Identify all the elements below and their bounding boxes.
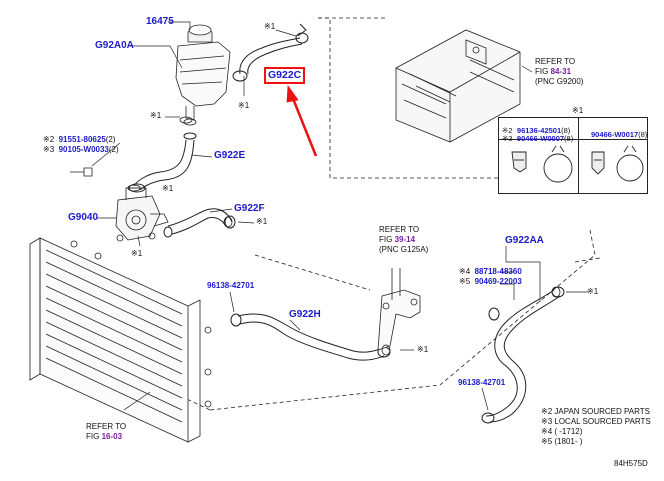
red-pointer-arrow bbox=[286, 84, 318, 157]
marker-note-1: ※1 bbox=[162, 184, 174, 193]
ref-pipe: REFER TO FIG 39-14 (PNC G125A) bbox=[379, 226, 428, 256]
part-label-91551-80625[interactable]: 91551-80625 bbox=[58, 135, 106, 144]
part-label-90105-w0033[interactable]: 90105-W0033 bbox=[58, 145, 109, 154]
fig-link-39-14[interactable]: 39-14 bbox=[394, 235, 416, 244]
part-label-90466-w0007[interactable]: 90466-W0007 bbox=[516, 134, 565, 143]
legend-qty: (8) bbox=[638, 130, 648, 139]
bolt-drawing bbox=[70, 167, 93, 177]
part-label-96136-42501[interactable]: 96136-42501 bbox=[516, 126, 562, 135]
part-label-90466-w0017[interactable]: 90466-W0017 bbox=[591, 130, 639, 139]
pipe-bracket-drawing bbox=[377, 268, 421, 351]
water-pump-drawing bbox=[115, 187, 169, 242]
part-label-g922c[interactable]: G922C bbox=[268, 69, 302, 81]
radiator-drawing bbox=[29, 237, 212, 443]
legend-right-pn: 90466-W0017(8) bbox=[591, 125, 647, 141]
hose-g922aa-drawing bbox=[481, 286, 565, 424]
marker-note-1: ※1 bbox=[150, 111, 162, 120]
legend-qty: (8) bbox=[564, 134, 574, 143]
marker-note-1: ※1 bbox=[264, 22, 276, 31]
ref-text: REFER TO bbox=[86, 422, 127, 431]
hose-g922h-drawing bbox=[230, 313, 391, 361]
callout-prefix: ※3 bbox=[43, 145, 55, 154]
hose-g922f-drawing bbox=[163, 208, 236, 238]
legend-clip-illustrations bbox=[511, 145, 644, 183]
legend-title: ※1 bbox=[572, 106, 584, 115]
legend-box: ※2 96136-42501(8) ※3 90466-W0007(8) 9046… bbox=[498, 117, 648, 194]
ref-fig-prefix: FIG bbox=[535, 67, 549, 76]
legend-prefix: ※2 bbox=[502, 126, 513, 135]
figure-id: 84H575D bbox=[614, 459, 648, 468]
note-local-sourced: ※3 LOCAL SOURCED PARTS bbox=[541, 417, 651, 426]
marker-note-1: ※1 bbox=[587, 287, 599, 296]
ref-radiator: REFER TO FIG 16-03 bbox=[86, 423, 126, 443]
note-date-range-5: ※5 (1801- ) bbox=[541, 437, 583, 446]
fig-link-16-03[interactable]: 16-03 bbox=[101, 432, 123, 441]
inverter-drawing bbox=[395, 29, 521, 143]
part-label-g92a0a[interactable]: G92A0A bbox=[95, 40, 134, 51]
legend-divider bbox=[499, 139, 647, 140]
callout-prefix: ※2 bbox=[43, 135, 55, 144]
marker-note-1: ※1 bbox=[238, 101, 250, 110]
ref-fig-prefix: FIG bbox=[86, 432, 100, 441]
part-label-88718-48360[interactable]: 88718-48360 bbox=[474, 267, 522, 276]
part-label-g922h[interactable]: G922H bbox=[289, 309, 321, 320]
note-japan-sourced: ※2 JAPAN SOURCED PARTS bbox=[541, 407, 650, 416]
ref-text: REFER TO bbox=[379, 225, 420, 234]
reservoir-tank-drawing bbox=[175, 24, 231, 126]
part-label-g9040[interactable]: G9040 bbox=[68, 212, 99, 223]
callout-prefix: ※5 bbox=[459, 277, 471, 286]
callout-qty: (2) bbox=[105, 135, 116, 144]
part-label-16475[interactable]: 16475 bbox=[146, 16, 174, 27]
legend-prefix: ※3 bbox=[502, 134, 513, 143]
ref-text: REFER TO bbox=[535, 57, 576, 66]
legend-qty: (8) bbox=[561, 126, 571, 135]
legend-left-pns: ※2 96136-42501(8) ※3 90466-W0007(8) bbox=[502, 121, 573, 143]
leader-lines bbox=[91, 21, 588, 411]
marker-note-1: ※1 bbox=[131, 249, 143, 258]
fig-link-84-31[interactable]: 84-31 bbox=[550, 67, 572, 76]
ref-pnc: (PNC G9200) bbox=[535, 77, 584, 86]
part-label-96138-42701-left[interactable]: 96138-42701 bbox=[207, 281, 255, 290]
hose-g922c-drawing bbox=[232, 23, 309, 82]
marker-note-1: ※1 bbox=[417, 345, 429, 354]
note-date-range-4: ※4 ( -1712) bbox=[541, 427, 583, 436]
part-label-g922f[interactable]: G922F bbox=[234, 203, 265, 214]
part-label-g922aa[interactable]: G922AA bbox=[505, 235, 544, 246]
part-label-g922e[interactable]: G922E bbox=[214, 150, 246, 161]
ref-pnc: (PNC G125A) bbox=[379, 245, 429, 254]
callout-prefix: ※4 bbox=[459, 267, 471, 276]
callout-bolt-pns: ※2 91551-80625(2) ※3 90105-W0033(2) bbox=[43, 130, 119, 154]
notes-block: ※2 JAPAN SOURCED PARTS ※3 LOCAL SOURCED … bbox=[541, 408, 651, 448]
legend-divider bbox=[578, 118, 579, 193]
ref-fig-prefix: FIG bbox=[379, 235, 393, 244]
callout-clamp-pns: ※4 88718-48360 ※5 90469-22003 bbox=[459, 262, 522, 286]
callout-qty: (2) bbox=[108, 145, 119, 154]
highlight-box bbox=[264, 67, 305, 84]
part-label-96138-42701-right[interactable]: 96138-42701 bbox=[458, 378, 506, 387]
part-label-90469-22003[interactable]: 90469-22003 bbox=[474, 277, 522, 286]
ref-inverter: REFER TO FIG 84-31 (PNC G9200) bbox=[535, 58, 583, 88]
clamp-drawings bbox=[127, 116, 561, 356]
marker-note-1: ※1 bbox=[256, 217, 268, 226]
